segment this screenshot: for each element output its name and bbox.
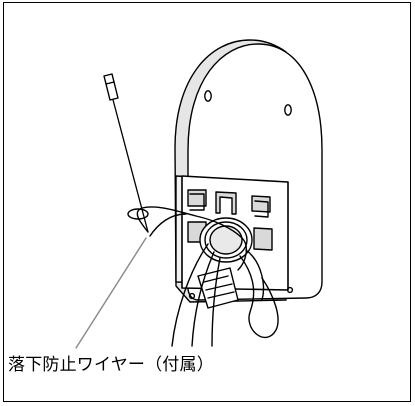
cutout-right: [253, 227, 273, 251]
cable-1: [171, 243, 209, 347]
bottom-hole-left: [188, 292, 196, 300]
slot-right-tab: [254, 200, 269, 218]
cable-ring-inner: [209, 225, 243, 255]
bottom-hole-right: [286, 286, 294, 294]
cable-2: [191, 251, 215, 347]
safety-wire-loop: [136, 206, 248, 271]
cable-5: [245, 249, 265, 301]
cable-4: [239, 255, 279, 339]
leader-line: [75, 237, 147, 349]
slot-left-tab: [189, 193, 205, 211]
safety-wire-tip: [103, 73, 119, 101]
slot-right: [251, 195, 271, 213]
cable-3: [211, 257, 221, 347]
wire-caption: 落下防止ワイヤー（付属）: [8, 355, 214, 375]
slot-center: [215, 191, 237, 215]
screw-hole-right: [284, 104, 292, 116]
screw-hole-left: [204, 90, 212, 102]
